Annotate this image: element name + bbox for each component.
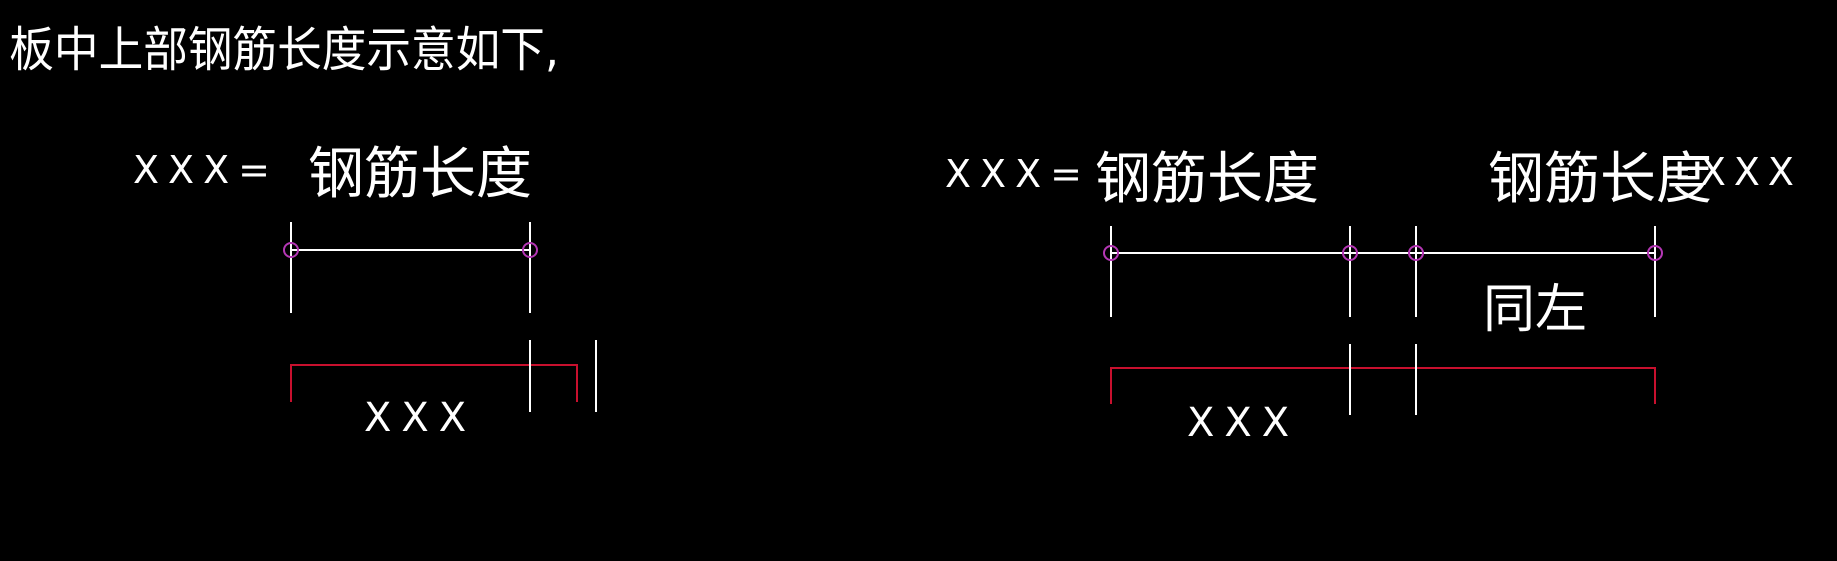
right-same-label: 同左 (1483, 280, 1587, 340)
right-right-length-label: 钢筋长度 (1488, 147, 1712, 212)
left-dimension-bracket (290, 364, 578, 402)
right-node-1 (1103, 245, 1119, 261)
right-suffix-label: =XXX (1660, 150, 1802, 194)
left-node-start (283, 242, 299, 258)
right-diagram: XXX= 钢筋长度 钢筋长度 =XXX 同左 XXX (945, 147, 1802, 446)
right-left-length-label: 钢筋长度 (1095, 147, 1319, 212)
right-node-4 (1647, 245, 1663, 261)
left-node-end (522, 242, 538, 258)
right-prefix-label: XXX= (945, 152, 1091, 196)
left-length-label: 钢筋长度 (308, 142, 532, 207)
left-prefix-label: XXX= (133, 148, 279, 192)
right-dimension-label: XXX (1187, 400, 1299, 446)
page-title: 板中上部钢筋长度示意如下, (9, 21, 559, 77)
left-diagram: XXX= 钢筋长度 XXX (133, 142, 597, 441)
left-dimension-label: XXX (364, 395, 476, 441)
right-node-3 (1408, 245, 1424, 261)
right-node-2 (1342, 245, 1358, 261)
right-dimension-bracket (1110, 367, 1656, 404)
